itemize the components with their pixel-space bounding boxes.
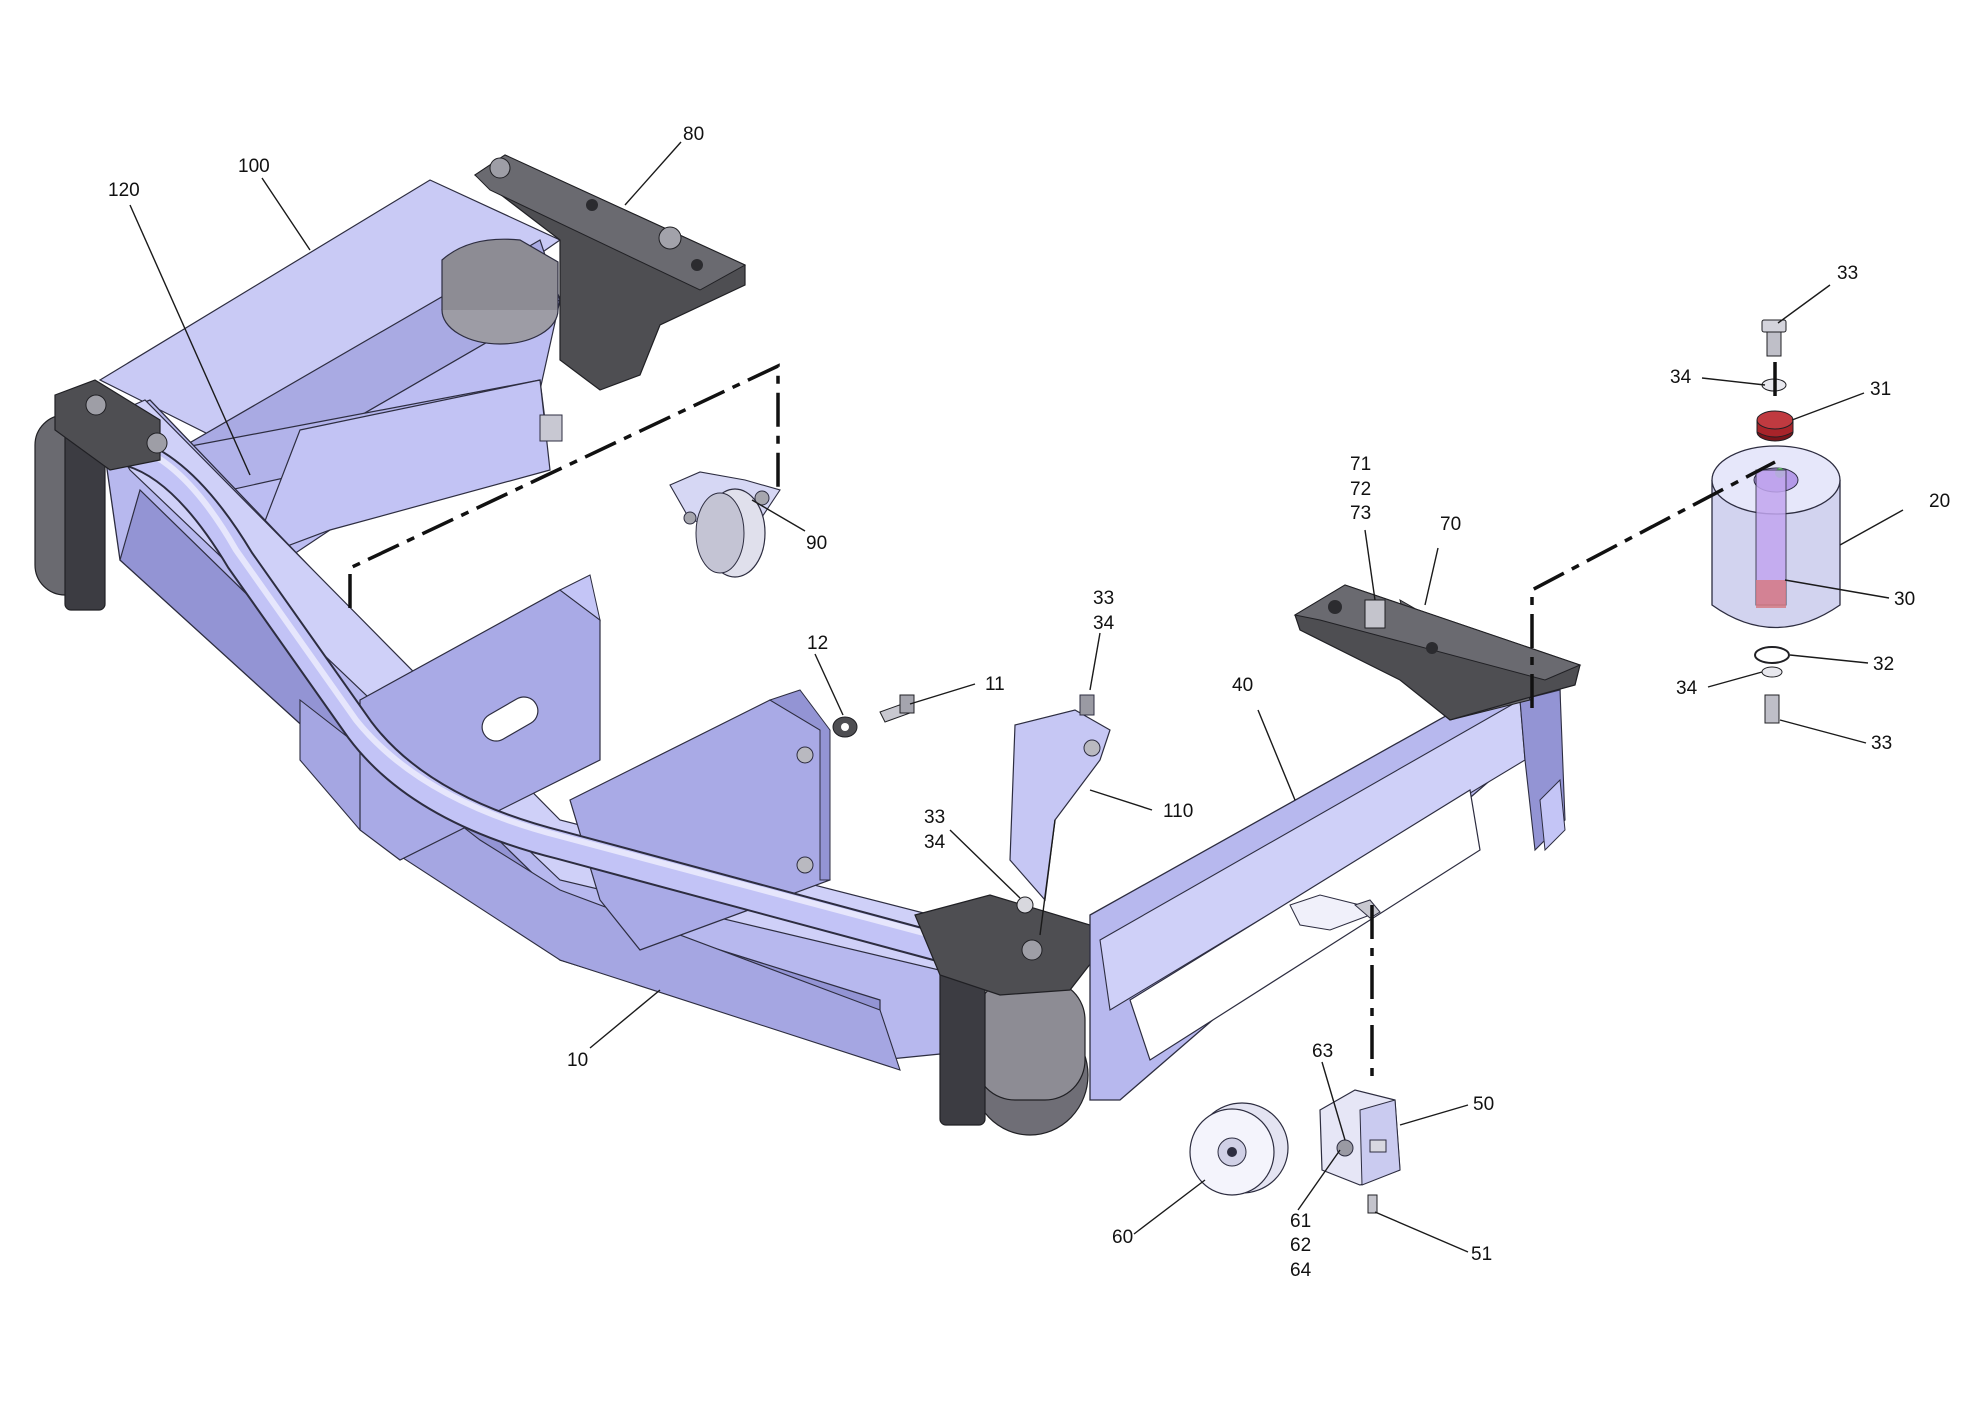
screw-33-top [1761,319,1787,357]
callout-11: 11 [985,674,1005,695]
frame-10 [99,399,991,1071]
callout-61: 61 [1290,1211,1311,1232]
callout-20: 20 [1929,491,1950,512]
callout-100: 100 [238,156,270,177]
callout-34-d: 34 [1676,678,1698,699]
screw-33-bottom [1764,694,1780,724]
callout-110: 110 [1163,801,1193,822]
left-end-roller [34,379,168,611]
callout-90: 90 [806,533,827,554]
callout-34-a: 34 [1093,613,1115,634]
wheel-60 [1189,1102,1289,1196]
cap-31 [1756,410,1794,442]
callout-70: 70 [1440,514,1461,535]
bolt-11 [879,694,915,723]
bracket-50 [1319,1089,1401,1186]
callout-30: 30 [1894,589,1915,610]
ring-32 [1754,646,1790,664]
caster-90 [669,471,781,578]
callout-34-b: 34 [924,832,946,853]
washer-34-bottom [1761,666,1783,678]
center-roller [914,894,1106,1136]
callout-33-c: 33 [1837,263,1858,284]
callout-31: 31 [1870,379,1891,400]
callout-63: 63 [1312,1041,1333,1062]
callout-33-d: 33 [1871,733,1892,754]
assembly-dashed-lines [348,362,1777,1080]
callout-72: 72 [1350,479,1371,500]
callout-32: 32 [1873,654,1894,675]
plate-80 [473,154,747,391]
callout-34-c: 34 [1670,367,1692,388]
callout-62: 62 [1290,1235,1311,1256]
pin-51 [1367,1194,1378,1214]
callout-40: 40 [1232,675,1253,696]
bracket-110 [1009,694,1111,902]
callout-12: 12 [807,633,828,654]
callout-120: 120 [108,180,140,201]
callout-33-a: 33 [1093,588,1114,609]
callout-33-b: 33 [924,807,945,828]
callout-60: 60 [1112,1227,1133,1248]
callout-71: 71 [1350,454,1371,475]
tube-rail [105,435,965,965]
plate-70 [1293,584,1582,721]
callout-50: 50 [1473,1094,1494,1115]
callout-73: 73 [1350,503,1371,524]
callout-labels: 100 80 120 90 12 11 33 34 110 33 34 10 7… [108,124,1950,1281]
callout-64: 64 [1290,1260,1312,1281]
callout-80: 80 [683,124,704,145]
slider-pin [1289,894,1381,931]
callout-51: 51 [1471,1244,1492,1265]
leader-lines [129,141,1904,1253]
washer-12 [832,716,858,738]
shaft-30 [1755,469,1787,608]
callout-10: 10 [567,1050,588,1071]
upper-roller [441,238,559,345]
